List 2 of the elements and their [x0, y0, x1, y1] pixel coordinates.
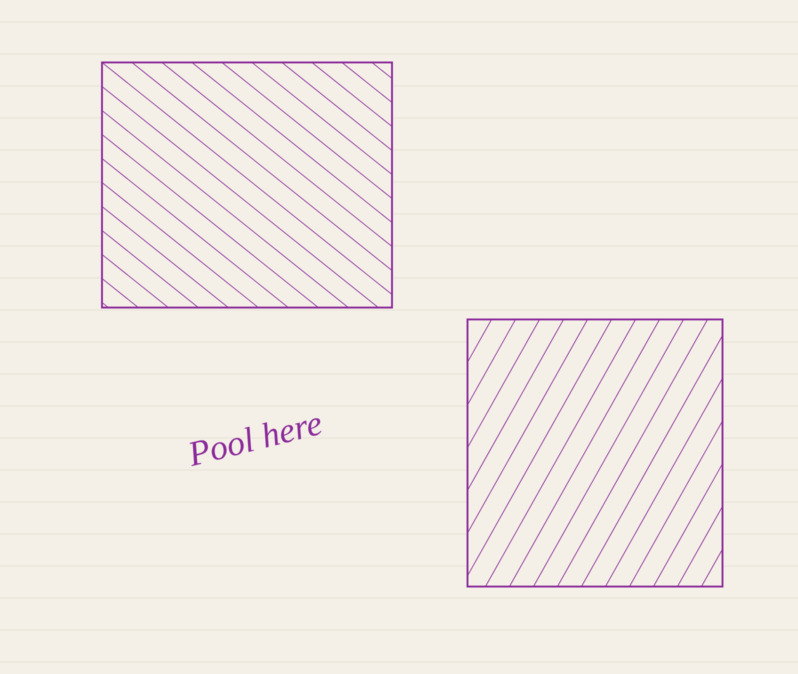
hatched-box — [101, 62, 393, 308]
hatched-box — [466, 318, 724, 588]
